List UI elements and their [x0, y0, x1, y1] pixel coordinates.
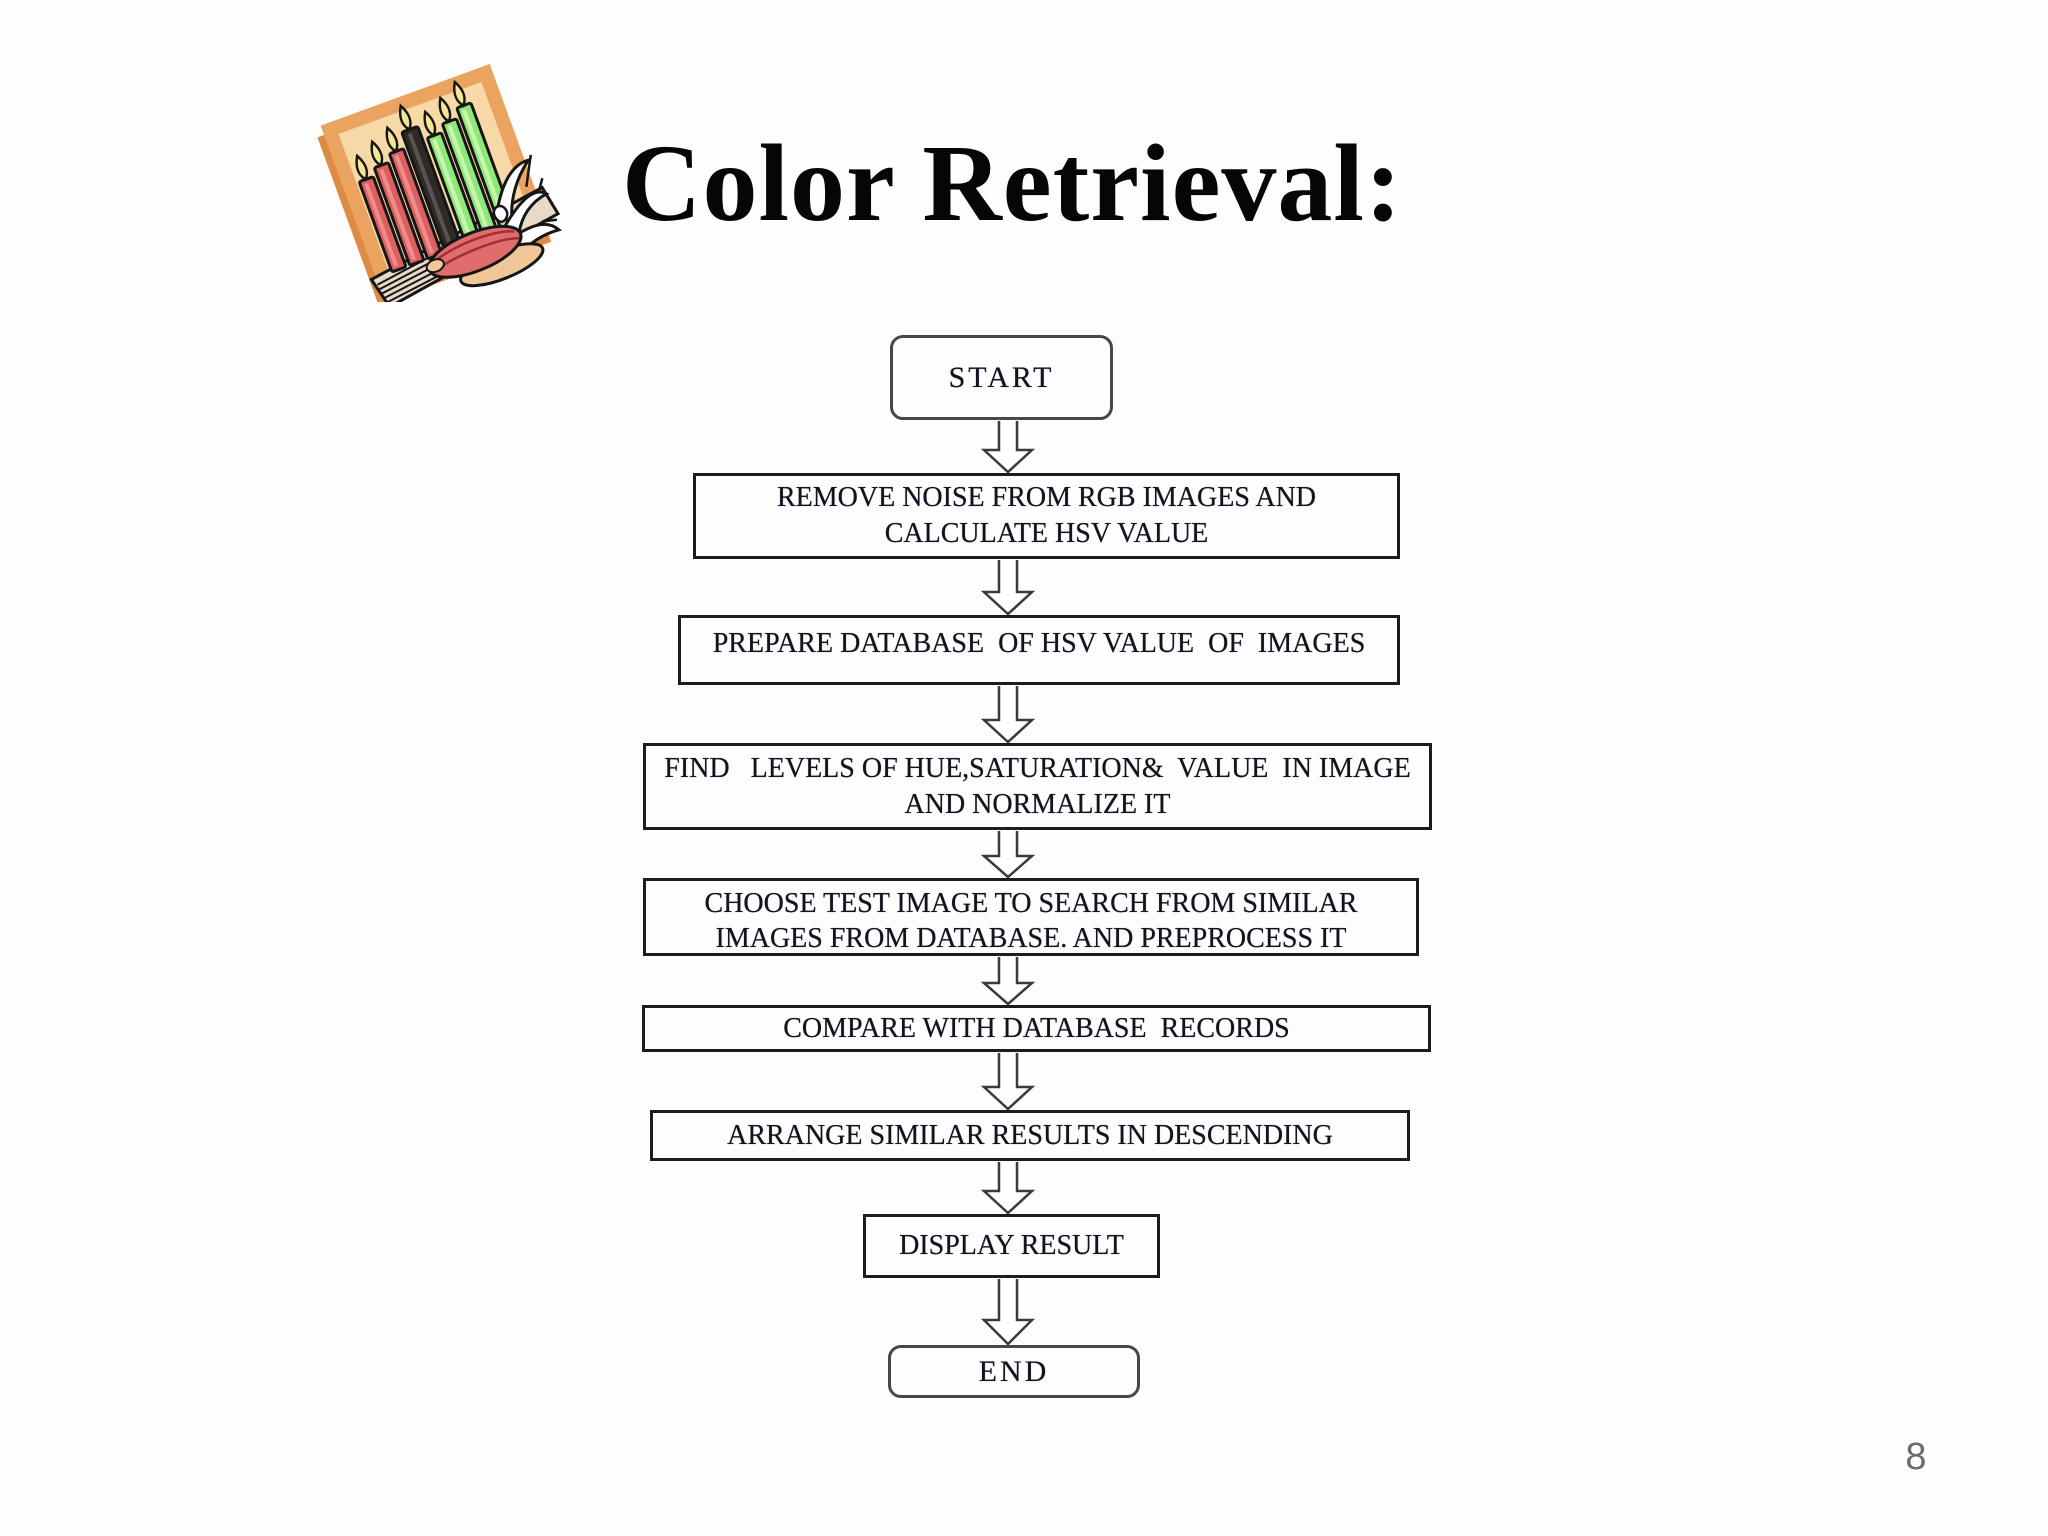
flow-node-label: FIND LEVELS OF HUE,SATURATION& VALUE IN …: [664, 752, 1411, 784]
flow-node-prepare-database: PREPARE DATABASE OF HSV VALUE OF IMAGES: [678, 615, 1400, 685]
flow-arrow-down: [980, 1162, 1036, 1214]
flow-node-label: CALCULATE HSV VALUE: [884, 518, 1209, 549]
flow-arrow-down: [980, 686, 1036, 743]
flow-node-label: START: [948, 360, 1055, 394]
flow-node-find-levels: FIND LEVELS OF HUE,SATURATION& VALUE IN …: [643, 743, 1432, 830]
flow-node-choose-test-image: CHOOSE TEST IMAGE TO SEARCH FROM SIMILAR…: [643, 878, 1419, 956]
flow-arrow-down: [980, 560, 1036, 615]
slide-title: Color Retrieval:: [622, 122, 1403, 244]
flow-node-compare-records: COMPARE WITH DATABASE RECORDS: [642, 1005, 1431, 1052]
flow-node-label: REMOVE NOISE FROM RGB IMAGES AND: [776, 482, 1317, 513]
flow-arrow-down: [980, 1053, 1036, 1110]
flow-arrow-down: [980, 1279, 1036, 1345]
flow-node-display-result: DISPLAY RESULT: [863, 1214, 1160, 1278]
flow-node-arrange-results: ARRANGE SIMILAR RESULTS IN DESCENDING: [650, 1110, 1410, 1161]
flow-node-label: IMAGES FROM DATABASE. AND PREPROCESS IT: [715, 923, 1347, 954]
flow-arrow-down: [980, 831, 1036, 878]
flow-arrow-down: [980, 421, 1036, 473]
flow-node-label: DISPLAY RESULT: [899, 1230, 1124, 1261]
flow-node-label: ARRANGE SIMILAR RESULTS IN DESCENDING: [727, 1119, 1333, 1151]
flow-node-end: END: [888, 1345, 1140, 1398]
page-number: 8: [1905, 1436, 1927, 1478]
flow-node-label: CHOOSE TEST IMAGE TO SEARCH FROM SIMILAR: [704, 888, 1358, 919]
flow-node-label: COMPARE WITH DATABASE RECORDS: [783, 1012, 1290, 1044]
kwanzaa-candles-clipart: [317, 64, 562, 302]
flow-arrow-down: [980, 957, 1036, 1005]
flow-node-label: END: [978, 1354, 1050, 1388]
flow-node-remove-noise: REMOVE NOISE FROM RGB IMAGES AND CALCULA…: [693, 473, 1400, 559]
flow-node-label: PREPARE DATABASE OF HSV VALUE OF IMAGES: [712, 628, 1366, 659]
flow-node-label: AND NORMALIZE IT: [904, 788, 1171, 820]
flow-node-start: START: [890, 335, 1113, 420]
